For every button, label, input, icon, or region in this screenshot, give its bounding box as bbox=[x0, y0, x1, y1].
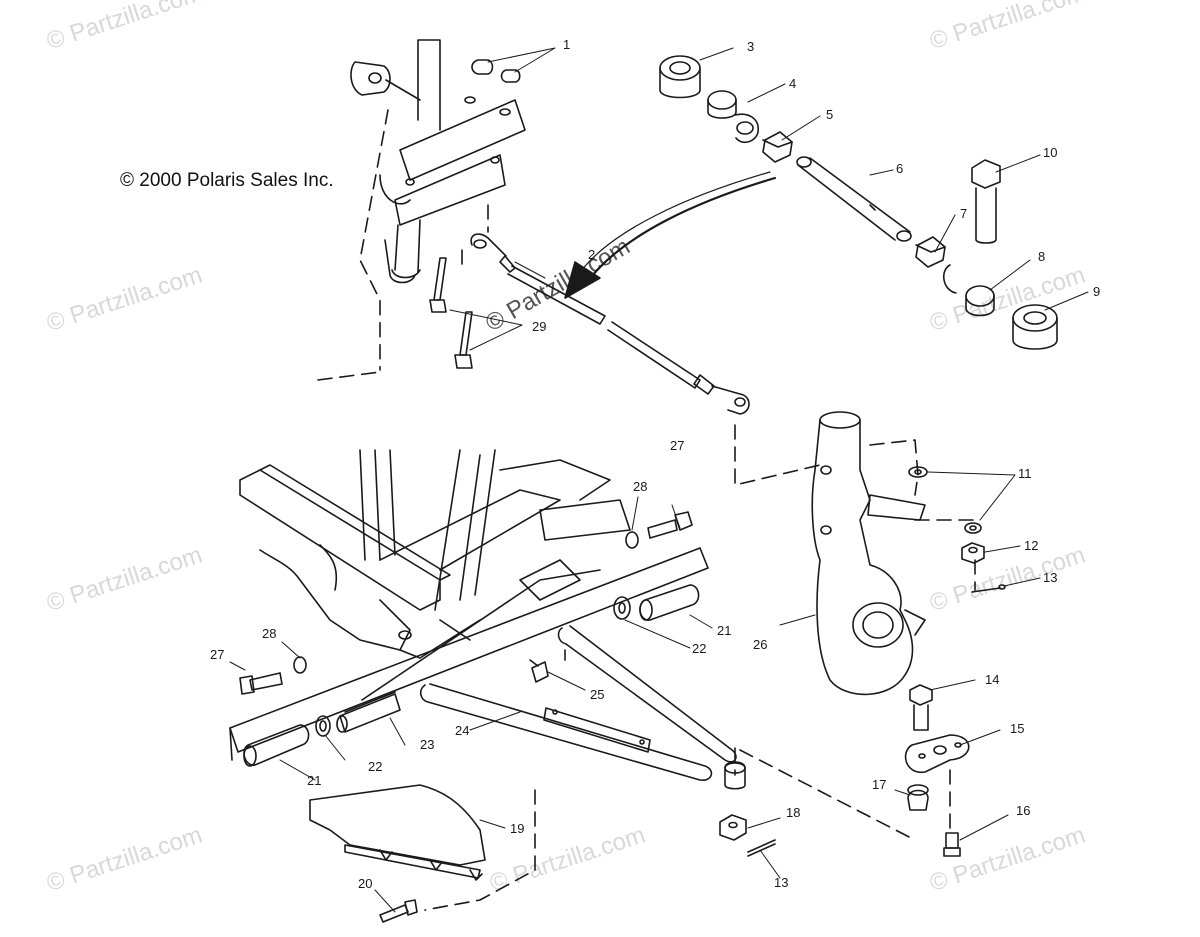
callout-13-lower: 13 bbox=[774, 875, 788, 890]
nut-18 bbox=[719, 814, 747, 841]
callout-27-lower: 27 bbox=[210, 647, 224, 662]
steering-post-assembly bbox=[317, 39, 526, 381]
washer-11 bbox=[908, 466, 982, 534]
bushing-3 bbox=[659, 55, 701, 99]
callout-21-upper: 21 bbox=[717, 623, 731, 638]
callout-1: 1 bbox=[563, 37, 570, 52]
callout-24: 24 bbox=[455, 723, 469, 738]
curved-arrow bbox=[564, 171, 777, 299]
screw-16 bbox=[943, 832, 961, 857]
callout-5: 5 bbox=[826, 107, 833, 122]
grease-fitting-25 bbox=[529, 659, 549, 683]
callout-29: 29 bbox=[532, 319, 546, 334]
washer-22-upper bbox=[613, 596, 631, 620]
callout-23: 23 bbox=[420, 737, 434, 752]
shaft-6 bbox=[796, 156, 912, 242]
callout-19: 19 bbox=[510, 821, 524, 836]
callout-8: 8 bbox=[1038, 249, 1045, 264]
screw-20 bbox=[379, 899, 418, 923]
callout-28-lower: 28 bbox=[262, 626, 276, 641]
callout-25: 25 bbox=[590, 687, 604, 702]
tie-rod-2 bbox=[470, 233, 750, 415]
washer-22-lower bbox=[315, 715, 331, 737]
callout-labels: 1 2 3 4 5 6 7 8 9 10 11 12 13 13 14 15 1… bbox=[210, 37, 1100, 891]
callout-17: 17 bbox=[872, 777, 886, 792]
callout-10: 10 bbox=[1043, 145, 1057, 160]
callout-16: 16 bbox=[1016, 803, 1030, 818]
assembly-guide-lines bbox=[424, 204, 976, 911]
callout-27-upper: 27 bbox=[670, 438, 684, 453]
bearing-8 bbox=[943, 264, 995, 317]
callout-26: 26 bbox=[753, 637, 767, 652]
washer-28-lower bbox=[293, 656, 307, 674]
callout-11: 11 bbox=[1018, 466, 1032, 481]
callout-4: 4 bbox=[789, 76, 796, 91]
callout-20: 20 bbox=[358, 876, 372, 891]
callout-2: 2 bbox=[588, 247, 595, 262]
callout-6: 6 bbox=[896, 161, 903, 176]
callout-12: 12 bbox=[1024, 538, 1038, 553]
bushing-21-lower bbox=[243, 724, 310, 767]
callout-13-upper: 13 bbox=[1043, 570, 1057, 585]
plate-15 bbox=[904, 734, 970, 773]
callout-14: 14 bbox=[985, 672, 999, 687]
copyright-notice: © 2000 Polaris Sales Inc. bbox=[120, 170, 334, 191]
bolt-27-upper bbox=[647, 511, 693, 539]
callout-leaders bbox=[229, 47, 1089, 913]
callout-22-lower: 22 bbox=[368, 759, 382, 774]
pivot-tube-23 bbox=[344, 691, 396, 713]
bolt-29 bbox=[429, 257, 473, 369]
nut-12 bbox=[961, 542, 985, 564]
callout-15: 15 bbox=[1010, 721, 1024, 736]
bushing-9 bbox=[1012, 304, 1058, 350]
spacer-5 bbox=[762, 131, 793, 163]
a-arm-mount-bar bbox=[229, 547, 709, 761]
washer-28-upper bbox=[625, 531, 639, 549]
cotter-pin-13-lower bbox=[747, 839, 776, 857]
callout-9: 9 bbox=[1093, 284, 1100, 299]
callout-28-upper: 28 bbox=[633, 479, 647, 494]
spacer-7 bbox=[915, 236, 946, 268]
callout-3: 3 bbox=[747, 39, 754, 54]
callout-22-upper: 22 bbox=[692, 641, 706, 656]
bearing-4 bbox=[707, 90, 759, 144]
callout-7: 7 bbox=[960, 206, 967, 221]
callout-21-lower: 21 bbox=[307, 773, 321, 788]
frame bbox=[239, 449, 631, 701]
ball-joint-17 bbox=[907, 784, 929, 811]
bushing-21-upper bbox=[639, 584, 700, 621]
bolt-10 bbox=[971, 159, 1001, 244]
cotter-pin-13-upper bbox=[971, 584, 1006, 593]
skid-plate-19 bbox=[309, 784, 486, 881]
callout-18: 18 bbox=[786, 805, 800, 820]
bolt-27-lower bbox=[239, 672, 283, 695]
spindle-26 bbox=[811, 411, 926, 696]
bolt-14 bbox=[909, 684, 933, 731]
